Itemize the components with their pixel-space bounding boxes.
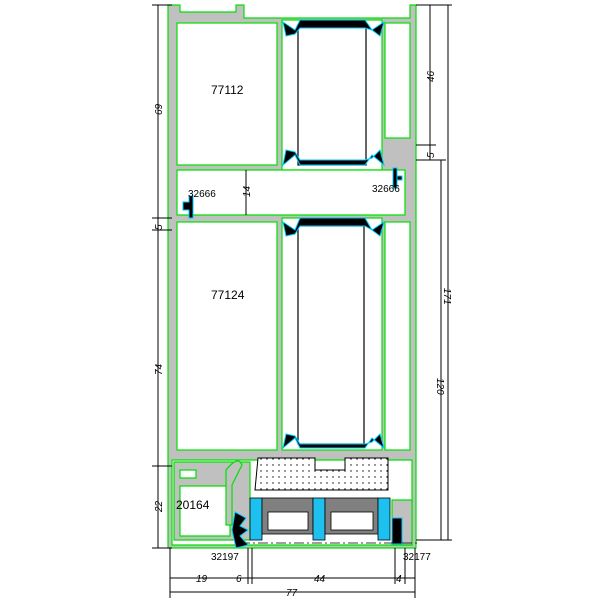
label-77124: 77124	[211, 288, 245, 302]
seal-32177	[391, 517, 403, 545]
label-32177: 32177	[403, 552, 431, 563]
dim-14: 14	[242, 185, 253, 197]
dimension-labels: 69 5 74 22 46 5 120 171 14 19 6 44 4 77	[154, 70, 452, 599]
gasket-32666-right	[392, 167, 403, 189]
label-32197: 32197	[211, 552, 239, 563]
dim-6: 6	[236, 574, 242, 585]
dim-4: 4	[396, 574, 402, 585]
insulation-bar	[312, 497, 326, 541]
dim-120: 120	[434, 378, 445, 395]
dim-77: 77	[286, 588, 298, 599]
lower-sash-chamber	[176, 221, 278, 451]
lower-glass-panel	[297, 225, 365, 445]
insulating-block	[254, 457, 389, 491]
gasket-32666-left	[182, 195, 194, 219]
insulation-bar	[377, 497, 391, 541]
dim-171: 171	[441, 288, 452, 305]
dim-44: 44	[314, 574, 326, 585]
dim-69: 69	[154, 103, 165, 115]
upper-glass-panel	[297, 26, 367, 166]
dim-19: 19	[196, 574, 208, 585]
dim-5-left: 5	[154, 224, 165, 230]
label-32666-right: 32666	[372, 184, 400, 195]
seal-32197	[231, 511, 249, 549]
dimension-lines	[152, 4, 452, 598]
dim-74: 74	[154, 363, 165, 375]
glazing-gaskets	[282, 19, 385, 450]
label-77112: 77112	[211, 83, 244, 97]
dim-5-right: 5	[426, 152, 437, 158]
insulation-bar	[249, 497, 263, 541]
label-20164: 20164	[176, 498, 210, 512]
label-32666-left: 32666	[188, 189, 216, 200]
dim-22: 22	[154, 500, 165, 513]
upper-right-chamber	[384, 22, 411, 139]
dim-46: 46	[426, 70, 437, 82]
upper-sash-chamber	[176, 22, 278, 166]
